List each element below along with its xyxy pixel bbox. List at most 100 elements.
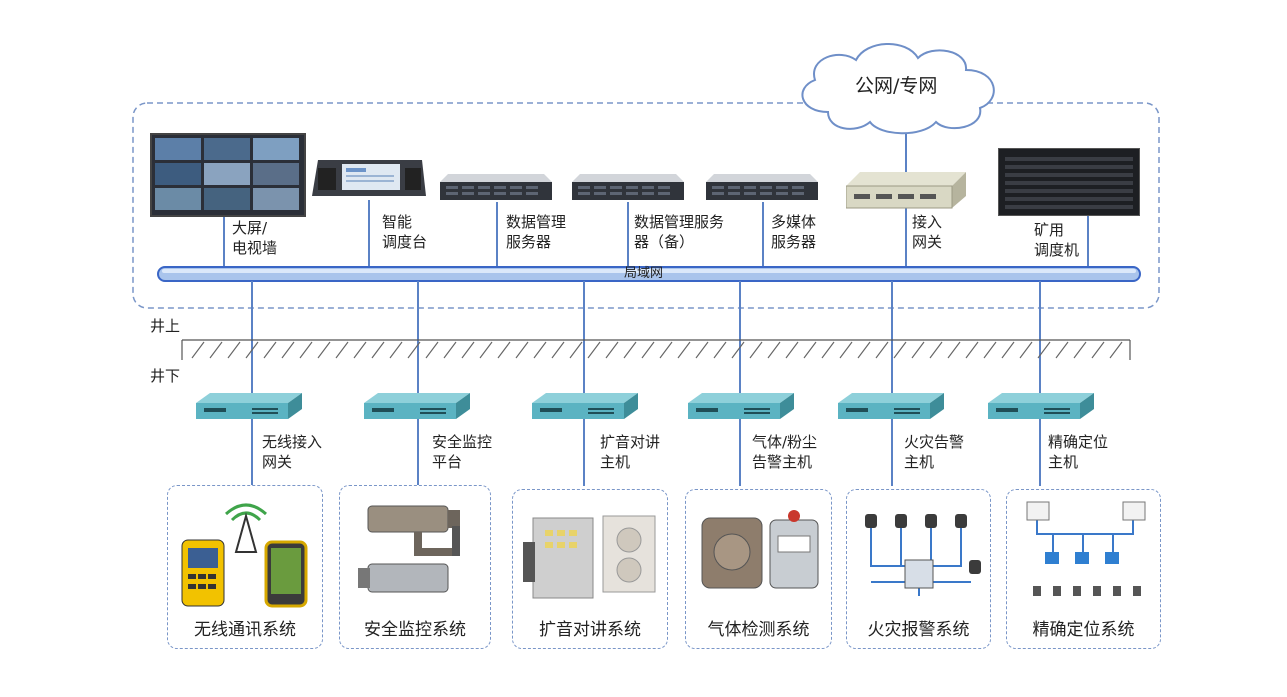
server-icon [706, 174, 818, 202]
ground-hatch-mark [443, 341, 457, 359]
system-title-broadcast: 扩音对讲系统 [539, 620, 641, 640]
ground-hatch-mark [263, 341, 277, 359]
ground-hatch-mark [875, 341, 889, 359]
ground-hatch-mark [623, 341, 637, 359]
positioning-network-icon [1026, 501, 1146, 596]
ground-hatch-mark [191, 341, 205, 359]
host-unit-icon [364, 393, 470, 421]
fire-alarm-network-icon [865, 514, 981, 596]
ground-hatch-mark [371, 341, 385, 359]
ground-hatch-mark [1091, 341, 1105, 359]
ground-hatch-mark [1109, 341, 1123, 359]
ground-hatch-mark [1037, 341, 1051, 359]
host-label-fire: 火灾告警 主机 [904, 433, 965, 471]
ground-hatch-mark [299, 341, 313, 359]
ground-hatch-mark [767, 341, 781, 359]
ground-hatch-mark [209, 341, 223, 359]
ground-hatch-mark [479, 341, 493, 359]
device-label-mining-dispatcher: 矿用 调度机 [1034, 221, 1080, 259]
wireless-phones-icon [181, 503, 308, 608]
lan-label: 局域网 [624, 266, 664, 281]
ground-hatch-mark [947, 341, 961, 359]
system-box-fire: 火灾报警系统 [846, 489, 991, 649]
ground-hatch-mark [731, 341, 745, 359]
system-title-fire: 火灾报警系统 [867, 620, 970, 640]
system-title-wireless: 无线通讯系统 [194, 620, 296, 640]
ground-hatch-mark [389, 341, 403, 359]
ground-hatch-mark [893, 341, 907, 359]
host-label-safety: 安全监控 平台 [432, 433, 493, 471]
ground-hatch-mark [1019, 341, 1033, 359]
video-wall-icon [150, 133, 306, 217]
ground-hatch-mark [1073, 341, 1087, 359]
device-label-access-gateway: 接入 网关 [912, 213, 943, 251]
ground-hatch-mark [713, 341, 727, 359]
ground-hatch-mark [569, 341, 583, 359]
ground-hatch-mark [515, 341, 529, 359]
host-unit-icon [196, 393, 302, 421]
host-unit-icon [988, 393, 1094, 421]
server-icon [572, 174, 684, 202]
ground-hatch-mark [983, 341, 997, 359]
dispatch-console-icon [310, 156, 428, 200]
ground-hatch-mark [803, 341, 817, 359]
ground-hatch-mark [281, 341, 295, 359]
ground-hatch-mark [857, 341, 871, 359]
system-box-positioning: 精确定位系统 [1006, 489, 1161, 649]
below-ground-label: 井下 [150, 367, 181, 385]
ground-hatch-mark [965, 341, 979, 359]
dispatch-machine-icon [998, 148, 1140, 216]
ground-hatch-mark [929, 341, 943, 359]
ground-hatch-mark [425, 341, 439, 359]
system-title-positioning: 精确定位系统 [1032, 620, 1135, 640]
camera-icon [358, 505, 460, 593]
device-label-data-server: 数据管理 服务器 [506, 213, 567, 251]
ground-hatch-mark [353, 341, 367, 359]
host-unit-icon [532, 393, 638, 421]
ground-hatch-mark [605, 341, 619, 359]
system-title-gas: 气体检测系统 [707, 620, 810, 640]
system-box-safety: 安全监控系统 [339, 485, 491, 649]
ground-hatch-mark [227, 341, 241, 359]
ground-line [181, 339, 1131, 360]
ground-hatch-mark [335, 341, 349, 359]
ground-hatch-mark [911, 341, 925, 359]
ground-hatch-mark [1055, 341, 1069, 359]
ground-hatch-mark [785, 341, 799, 359]
ground-hatch-mark [677, 341, 691, 359]
ground-hatch-mark [407, 341, 421, 359]
host-label-gas: 气体/粉尘 告警主机 [752, 433, 818, 471]
host-label-positioning: 精确定位 主机 [1048, 433, 1109, 471]
ground-hatch-mark [497, 341, 511, 359]
ground-hatch-mark [749, 341, 763, 359]
ground-hatch-mark [839, 341, 853, 359]
ground-hatch-mark [317, 341, 331, 359]
host-label-wireless: 无线接入 网关 [262, 433, 323, 471]
system-box-wireless: 无线通讯系统 [167, 485, 323, 649]
host-label-broadcast: 扩音对讲 主机 [600, 433, 661, 471]
gateway-icon [845, 172, 966, 210]
server-icon [440, 174, 552, 202]
ground-hatch-mark [587, 341, 601, 359]
ground-hatch-mark [461, 341, 475, 359]
host-unit-icon [688, 393, 794, 421]
ground-hatch-mark [659, 341, 673, 359]
ground-hatch-mark [245, 341, 259, 359]
ground-hatch-mark [1001, 341, 1015, 359]
ground-hatch-mark [695, 341, 709, 359]
system-box-broadcast: 扩音对讲系统 [512, 489, 668, 649]
ground-hatch-mark [551, 341, 565, 359]
device-label-backup-server: 数据管理服务 器（备） [634, 213, 725, 251]
ground-hatch-mark [821, 341, 835, 359]
gas-detector-icon [701, 510, 819, 589]
device-label-multimedia-server: 多媒体 服务器 [771, 213, 817, 251]
device-label-dispatch-console: 智能 调度台 [382, 213, 428, 251]
cloud-icon [801, 43, 995, 135]
host-unit-icon [838, 393, 944, 421]
system-box-gas: 气体检测系统 [685, 489, 832, 649]
ground-hatch-mark [533, 341, 547, 359]
above-ground-label: 井上 [150, 317, 181, 335]
system-title-safety: 安全监控系统 [364, 620, 466, 640]
intercom-icon [523, 515, 656, 599]
